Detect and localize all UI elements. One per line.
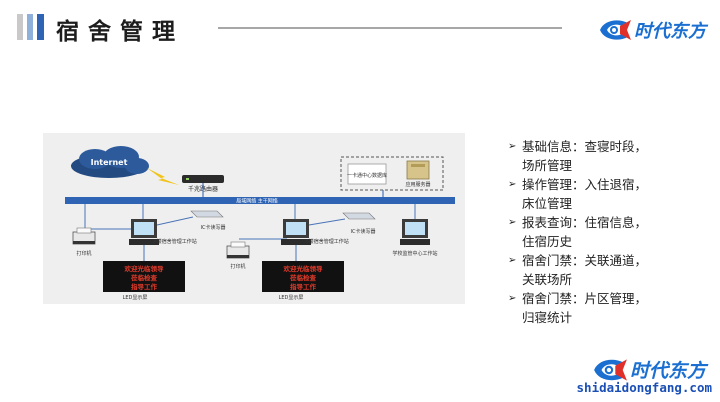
page-title: 宿舍管理 xyxy=(56,19,184,45)
list-item-label: 报表查询：住宿信息， xyxy=(522,215,648,230)
monitor-center-label: 学校监管中心工作站 xyxy=(392,250,437,257)
list-item-detail: 归寝统计 xyxy=(522,310,573,325)
ic-reader-b-label: IC卡读写器 xyxy=(351,228,376,235)
list-item-label: 宿舍门禁：关联通道， xyxy=(522,253,648,268)
station-a-computer-icon xyxy=(129,219,159,245)
led-b-line-2: 莅临检查 xyxy=(290,273,317,282)
accent-bar-mid xyxy=(27,14,33,40)
led-a-line-1: 欢迎光临领导 xyxy=(124,264,165,273)
led-a-caption: LED显示屏 xyxy=(123,295,148,301)
station-b-computer-icon xyxy=(281,219,311,245)
brand-name: 时代东方 xyxy=(629,360,706,382)
ic-reader-b-icon xyxy=(342,212,376,220)
list-item-detail: 关联场所 xyxy=(522,272,573,287)
router-icon xyxy=(182,175,224,183)
printer-b-icon xyxy=(226,241,250,259)
brand-logo-top: 时代东方 xyxy=(598,17,706,43)
arrow-bullet-icon: ➢ xyxy=(508,217,517,228)
led-b-line-3: 指导工作 xyxy=(290,282,317,291)
list-item-label: 宿舍门禁：片区管理， xyxy=(522,291,648,306)
ic-reader-a-label: IC卡读写器 xyxy=(201,224,226,231)
brand-logo-bottom: 时代东方 xyxy=(592,356,706,383)
list-item: ➢ 报表查询：住宿信息， 住宿历史 xyxy=(508,213,668,251)
led-a-line-3: 指导工作 xyxy=(131,282,158,291)
ic-center-database-icon xyxy=(347,163,387,185)
arrow-bullet-icon: ➢ xyxy=(508,293,517,304)
network-diagram-svg: Internet 千兆路由器 一卡通中心数据库 应用服务器 局域网络 主干网络 xyxy=(65,146,455,301)
monitor-center-computer-icon xyxy=(400,219,430,245)
printer-a-label: 打印机 xyxy=(76,250,91,257)
printer-a-icon xyxy=(72,227,96,245)
fish-logo-icon xyxy=(594,358,627,381)
printer-b-label: 打印机 xyxy=(230,263,245,270)
ic-center-label: 一卡通中心数据库 xyxy=(347,172,387,179)
arrow-bullet-icon: ➢ xyxy=(508,179,517,190)
internet-cloud-icon: Internet xyxy=(71,146,149,178)
fish-logo-icon xyxy=(600,20,631,40)
list-item-label: 基础信息：查寝时段， xyxy=(522,139,648,154)
list-item: ➢ 基础信息：查寝时段， 场所管理 xyxy=(508,137,668,175)
application-server-icon xyxy=(406,160,430,180)
led-b-line-1: 欢迎光临领导 xyxy=(283,264,324,273)
station-b-label: B楼宿舍管理工作站 xyxy=(305,238,348,245)
arrow-bullet-icon: ➢ xyxy=(508,255,517,266)
list-item: ➢ 宿舍门禁：关联通道， 关联场所 xyxy=(508,251,668,289)
brand-name: 时代东方 xyxy=(634,21,706,42)
connection-lightning-icon xyxy=(147,168,179,185)
list-item: ➢ 宿舍门禁：片区管理， 归寝统计 xyxy=(508,289,668,327)
led-a-line-2: 莅临检查 xyxy=(131,273,158,282)
led-display-b: 欢迎光临领导 莅临检查 指导工作 xyxy=(262,261,344,292)
list-item-label: 操作管理：入住退宿， xyxy=(522,177,648,192)
accent-bar-light xyxy=(17,14,23,40)
list-item: ➢ 操作管理：入住退宿， 床位管理 xyxy=(508,175,668,213)
led-display-a: 欢迎光临领导 莅临检查 指导工作 xyxy=(103,261,185,292)
lan-label: 局域网络 主干网络 xyxy=(236,198,278,205)
title-divider xyxy=(218,27,562,29)
feature-list: ➢ 基础信息：查寝时段， 场所管理 ➢ 操作管理：入住退宿， 床位管理 ➢ 报表… xyxy=(508,137,668,327)
ic-center-box xyxy=(340,156,444,191)
accent-bar-dark xyxy=(37,14,44,40)
list-item-detail: 住宿历史 xyxy=(522,234,573,249)
lan-backbone xyxy=(65,197,455,204)
ic-reader-a-icon xyxy=(190,210,224,218)
arrow-bullet-icon: ➢ xyxy=(508,141,517,152)
network-diagram: Internet 千兆路由器 一卡通中心数据库 应用服务器 局域网络 主干网络 xyxy=(43,133,465,304)
list-item-detail: 场所管理 xyxy=(522,158,573,173)
app-server-label: 应用服务器 xyxy=(405,181,430,188)
led-b-caption: LED显示屏 xyxy=(279,295,304,301)
internet-label: Internet xyxy=(91,158,128,167)
list-item-detail: 床位管理 xyxy=(522,196,573,211)
website-url[interactable]: shidaidongfang.com xyxy=(576,380,712,395)
station-a-label: A楼宿舍管理工作站 xyxy=(153,238,196,245)
